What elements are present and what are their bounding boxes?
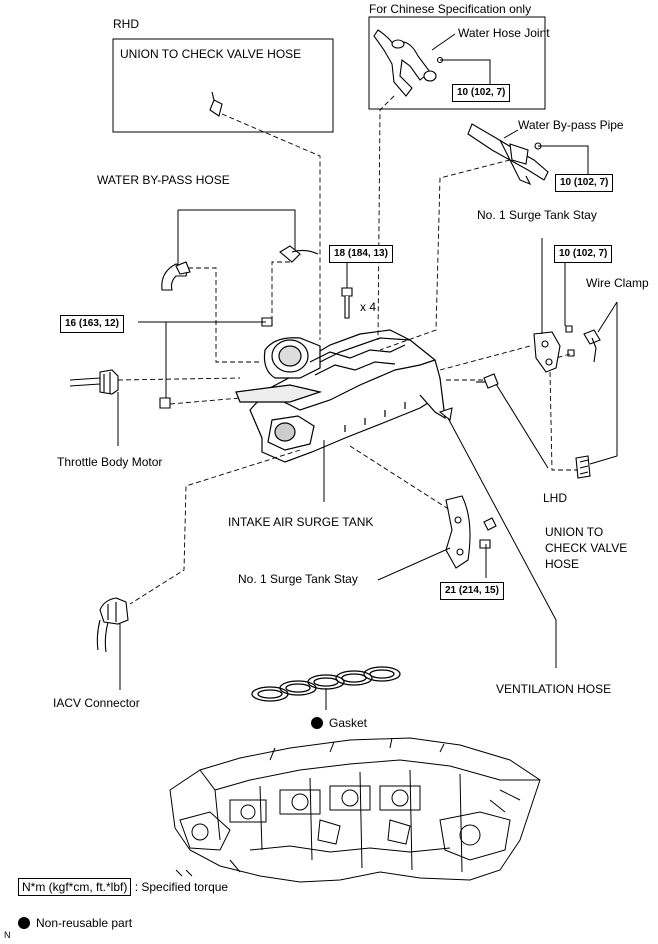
throttle-body-motor-label: Throttle Body Motor	[57, 455, 163, 469]
torque-water-hose-joint: 10 (102, 7)	[452, 84, 511, 102]
nonreusable-legend-text: Non-reusable part	[36, 916, 133, 930]
non-reusable-dot-icon	[311, 717, 323, 729]
water-hose-joint-label: Water Hose Joint	[458, 26, 550, 40]
nonreusable-legend: Non-reusable part	[18, 916, 132, 930]
torque-nuts: 16 (163, 12)	[60, 315, 124, 333]
union-to-check-valve-hose-lhd-label-1: UNION TO	[545, 525, 604, 539]
torque-lower-stay: 21 (214, 15)	[440, 582, 504, 600]
ventilation-hose-label: VENTILATION HOSE	[496, 682, 612, 696]
x4-label: x 4	[360, 300, 377, 314]
water-bypass-pipe-label: Water By-pass Pipe	[518, 118, 624, 132]
iacv-connector-label: IACV Connector	[53, 696, 140, 710]
lhd-label: LHD	[543, 491, 568, 505]
corner-mark: N	[4, 930, 11, 940]
non-reusable-dot-icon	[18, 917, 30, 929]
union-to-check-valve-hose-lhd-label-3: HOSE	[545, 557, 580, 571]
chinese-spec-label: For Chinese Specification only	[369, 2, 532, 16]
surge-tank-stay-label: No. 1 Surge Tank Stay	[477, 208, 597, 222]
union-to-check-valve-hose-rhd-label: UNION TO CHECK VALVE HOSE	[120, 47, 302, 61]
engine-block-drawing	[169, 737, 541, 883]
surge-tank-stay-lower-label: No. 1 Surge Tank Stay	[238, 572, 358, 586]
union-to-check-valve-hose-lhd-label-2: CHECK VALVE	[545, 541, 628, 555]
torque-manifold-bolts: 18 (184, 13)	[329, 245, 393, 263]
rhd-label: RHD	[113, 17, 139, 31]
torque-unit-box: N*m (kgf*cm, ft.*lbf)	[18, 878, 132, 896]
water-bypass-hose-label: WATER BY-PASS HOSE	[97, 173, 230, 187]
torque-legend: N*m (kgf*cm, ft.*lbf) : Specified torque	[18, 878, 229, 896]
gasket-label: Gasket	[311, 716, 367, 730]
wire-clamp-label: Wire Clamp	[586, 276, 649, 290]
intake-surge-tank-drawing	[235, 329, 446, 463]
torque-water-bypass-pipe: 10 (102, 7)	[555, 174, 614, 192]
torque-surge-tank-stay: 10 (102, 7)	[554, 245, 613, 263]
torque-legend-text: : Specified torque	[134, 880, 229, 894]
gasket-text: Gasket	[329, 716, 368, 730]
intake-air-surge-tank-label: INTAKE AIR SURGE TANK	[228, 515, 374, 529]
